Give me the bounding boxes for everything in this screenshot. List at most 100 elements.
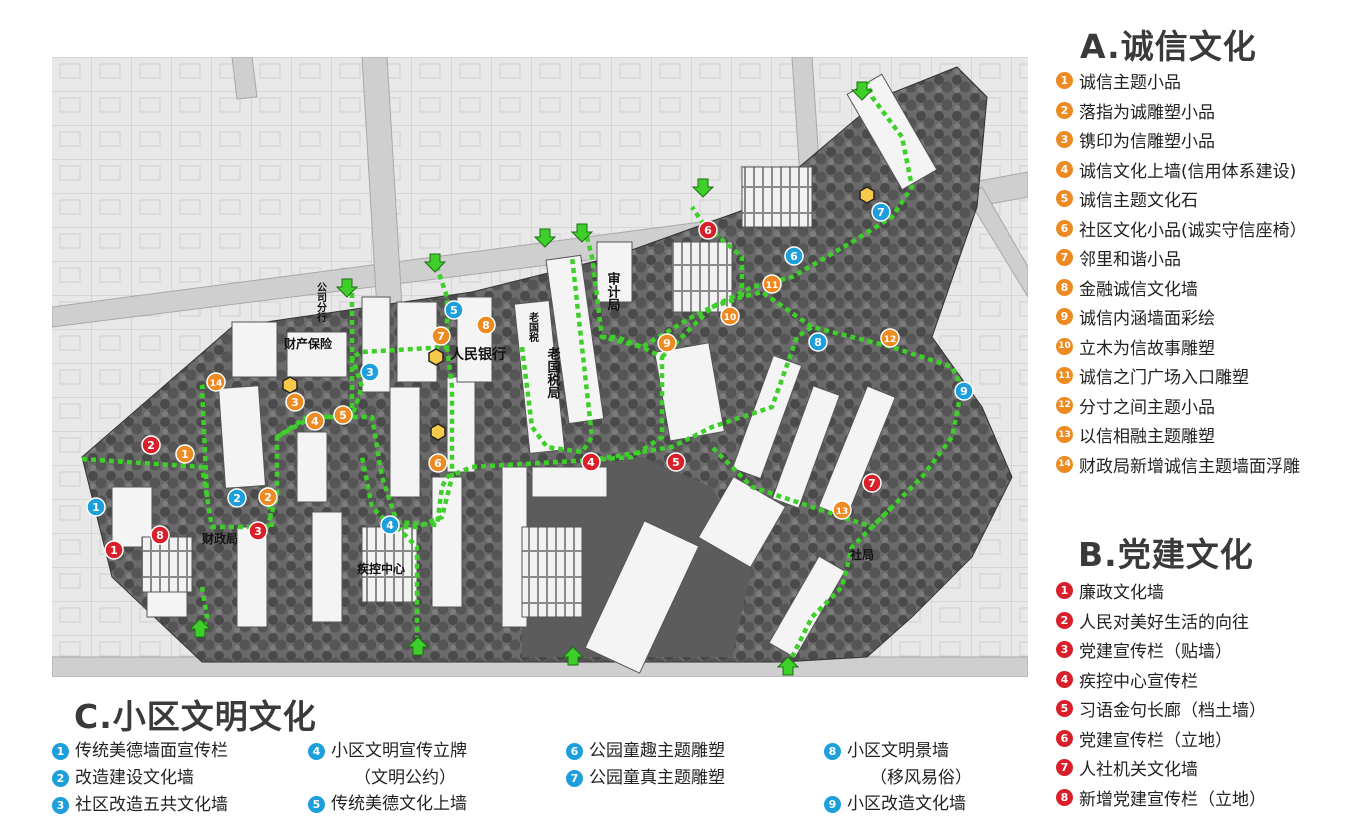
legend-number-badge: 8 <box>1056 788 1073 806</box>
map-marker-c-3: 3 <box>360 362 380 382</box>
entry-arrow <box>570 223 594 243</box>
legend-number-badge: 6 <box>566 743 583 760</box>
map-marker-a-2: 2 <box>258 487 278 507</box>
section-a-title: A.诚信文化 <box>1080 27 1257 66</box>
entry-arrow <box>406 636 430 656</box>
legend-label: 分寸之间主题小品 <box>1079 397 1215 418</box>
svg-text:3: 3 <box>254 525 262 538</box>
svg-text:6: 6 <box>790 250 798 263</box>
legend-number-badge: 6 <box>1056 219 1073 237</box>
legend-item-b-8: 8 新增党建宣传栏（立地） <box>1056 783 1266 813</box>
svg-text:8: 8 <box>814 336 822 349</box>
map-marker-c-4: 4 <box>380 515 400 535</box>
legend-number-badge: 13 <box>1056 426 1073 444</box>
map-label-cdc: 疾控中心 <box>357 561 405 576</box>
map-marker-b-4: 4 <box>581 452 601 472</box>
legend-item-a-11: 11 诚信之门广场入口雕塑 <box>1056 361 1307 391</box>
legend-number-badge: 6 <box>1056 729 1073 747</box>
section-c-title: C.小区文明文化 <box>74 697 317 736</box>
hexagon-marker-icon <box>428 348 444 366</box>
legend-label: 诚信主题小品 <box>1079 73 1181 94</box>
legend-number-badge: 7 <box>566 770 583 787</box>
map-marker-b-7: 7 <box>862 473 882 493</box>
svg-text:1: 1 <box>181 448 189 461</box>
legend-label: 诚信内涵墙面彩绘 <box>1079 309 1215 330</box>
svg-text:7: 7 <box>868 477 876 490</box>
entry-arrow <box>188 618 212 638</box>
legend-label: 立木为信故事雕塑 <box>1079 338 1215 359</box>
entry-arrow <box>423 253 447 273</box>
legend-number-badge: 14 <box>1056 455 1073 473</box>
legend-number-badge: 12 <box>1056 396 1073 414</box>
map-marker-b-8: 8 <box>150 525 170 545</box>
svg-text:5: 5 <box>339 409 347 422</box>
legend-label: 邻里和谐小品 <box>1079 250 1181 271</box>
hexagon-marker-icon <box>282 376 298 394</box>
legend-number-badge: 9 <box>824 796 841 813</box>
legend-number-badge: 3 <box>1056 641 1073 659</box>
legend-number-badge: 10 <box>1056 337 1073 355</box>
legend-number-badge: 11 <box>1056 367 1073 385</box>
hexagon-markers <box>282 186 875 441</box>
legend-number-badge: 2 <box>1056 611 1073 629</box>
map-label-tax-small: 老国税 <box>527 311 540 343</box>
legend-number-badge: 8 <box>824 743 841 760</box>
entry-arrows <box>188 81 874 676</box>
legend-label: 诚信主题文化石 <box>1079 191 1198 212</box>
legend-number-badge: 7 <box>1056 249 1073 267</box>
map-marker-a-12: 12 <box>880 328 900 348</box>
svg-text:8: 8 <box>482 319 490 332</box>
map-marker-c-5: 5 <box>444 300 464 320</box>
map-marker-b-6: 6 <box>698 220 718 240</box>
map-marker-a-7: 7 <box>431 326 451 346</box>
legend-number-badge: 3 <box>52 797 69 814</box>
legend-label: 公园童真主题雕塑 <box>589 768 725 788</box>
entry-arrow <box>691 178 715 198</box>
svg-text:13: 13 <box>836 507 849 517</box>
legend-item-a-12: 12 分寸之间主题小品 <box>1056 391 1307 421</box>
entry-arrow <box>561 646 585 666</box>
legend-label: 金融诚信文化墙 <box>1079 279 1198 300</box>
legend-item-c-7: 7 公园童真主题雕塑 <box>566 765 725 792</box>
entry-arrow <box>776 656 800 676</box>
entry-arrow <box>335 278 359 298</box>
legend-label: 以信相融主题雕塑 <box>1079 427 1215 448</box>
legend-label: 诚信之门广场入口雕塑 <box>1079 368 1249 389</box>
svg-text:6: 6 <box>434 457 442 470</box>
legend-label: 社区改造五共文化墙 <box>75 795 228 815</box>
legend-number-badge: 2 <box>52 770 69 787</box>
legend-number-badge: 3 <box>1056 131 1073 149</box>
map-marker-b-1: 1 <box>104 540 124 560</box>
svg-text:2: 2 <box>264 491 272 504</box>
entry-arrow <box>533 228 557 248</box>
svg-text:2: 2 <box>147 439 155 452</box>
svg-text:1: 1 <box>92 501 100 514</box>
map-marker-b-2: 2 <box>141 435 161 455</box>
map-label-social: 社局 <box>849 547 874 562</box>
legend-label: 传统美德墙面宣传栏 <box>75 741 228 761</box>
legend-number-badge: 7 <box>1056 759 1073 777</box>
map-label-audit: 审计局 <box>605 271 621 312</box>
legend-number-badge: 5 <box>1056 700 1073 718</box>
legend-label: 传统美德文化上墙 <box>331 794 467 814</box>
map-marker-a-3: 3 <box>285 392 305 412</box>
map-label-bank: 人民银行 <box>450 346 506 363</box>
legend-label: 新增党建宣传栏（立地） <box>1079 789 1266 810</box>
map-marker-c-6: 6 <box>784 246 804 266</box>
legend-sublabel: （移风易俗） <box>870 768 972 788</box>
svg-text:4: 4 <box>311 415 319 428</box>
